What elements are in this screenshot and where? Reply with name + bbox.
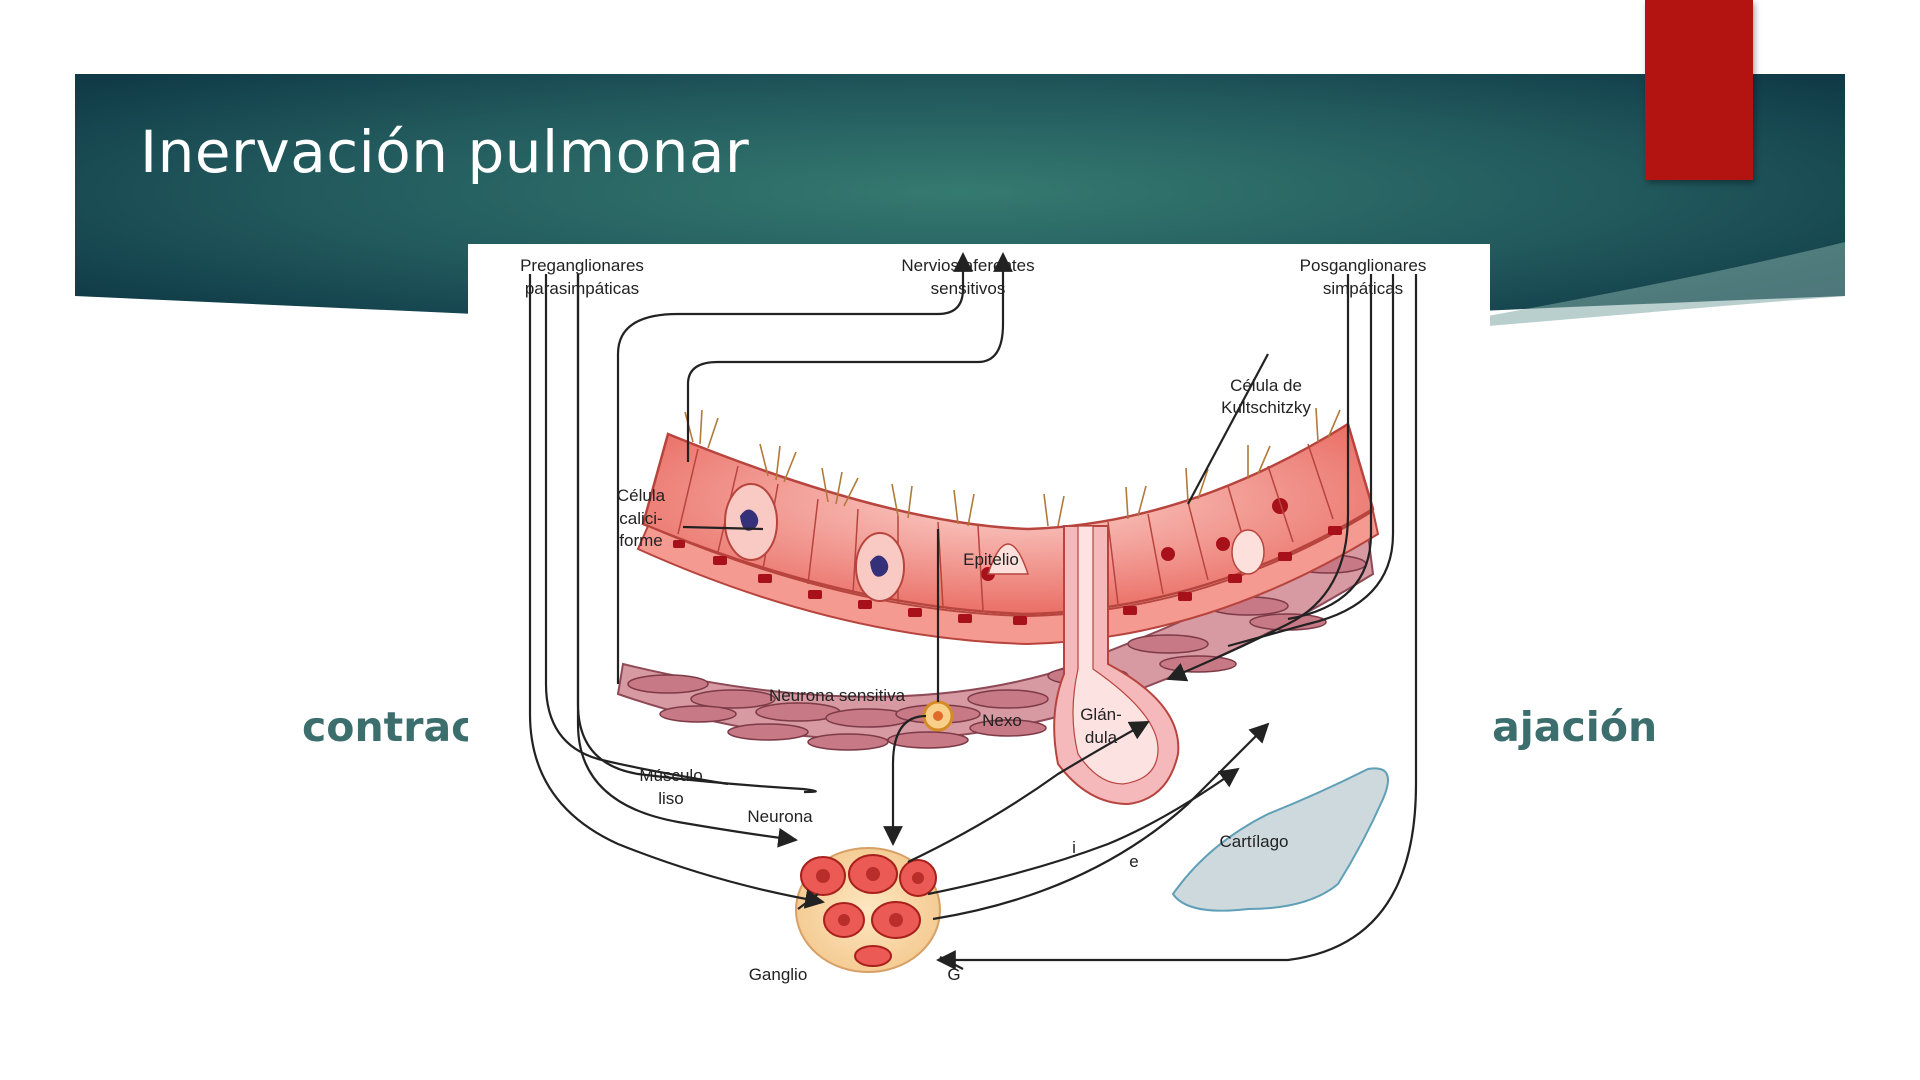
smooth-muscle-label-2: liso [658,789,684,808]
g-label: G [947,965,960,984]
postganglionic-label-1: Posganglionares [1300,256,1427,275]
lung-innervation-diagram: Preganglionares parasimpáticas Nervios a… [520,252,1427,984]
slide-title: Inervación pulmonar [140,118,750,186]
red-accent-tab [1645,0,1753,180]
goblet-label-2: calici- [619,509,662,528]
preganglionic-label-2: parasimpáticas [525,279,639,298]
gland-label-1: Glán- [1080,705,1122,724]
epithelium-label: Epitelio [963,550,1019,569]
sensory-neuron-label: Neurona sensitiva [769,686,906,705]
cartilage-label: Cartílago [1220,832,1289,851]
ganglion-label: Ganglio [749,965,808,984]
e-label: e [1129,852,1138,871]
diagram-panel: Preganglionares parasimpáticas Nervios a… [468,244,1490,1014]
goblet-label-3: forme [619,531,662,550]
smooth-muscle-label-1: Músculo [639,766,702,785]
i-label: i [1072,838,1076,857]
goblet-label-1: Célula [617,486,666,505]
epithelium-layer [636,407,1380,646]
nexus-label: Nexo [982,711,1022,730]
gland-label-2: dula [1085,728,1118,747]
neuron-label: Neurona [747,807,813,826]
kultschitzky-label-1: Célula de [1230,376,1302,395]
postganglionic-label-2: simpáticas [1323,279,1403,298]
preganglionic-label-1: Preganglionares [520,256,644,275]
kultschitzky-label-2: Kultschitzky [1221,398,1311,417]
cartilage-shape [1171,767,1389,912]
ganglion [795,847,941,973]
afferent-label-2: sensitivos [931,279,1006,298]
afferent-label-1: Nervios aferentes [901,256,1034,275]
